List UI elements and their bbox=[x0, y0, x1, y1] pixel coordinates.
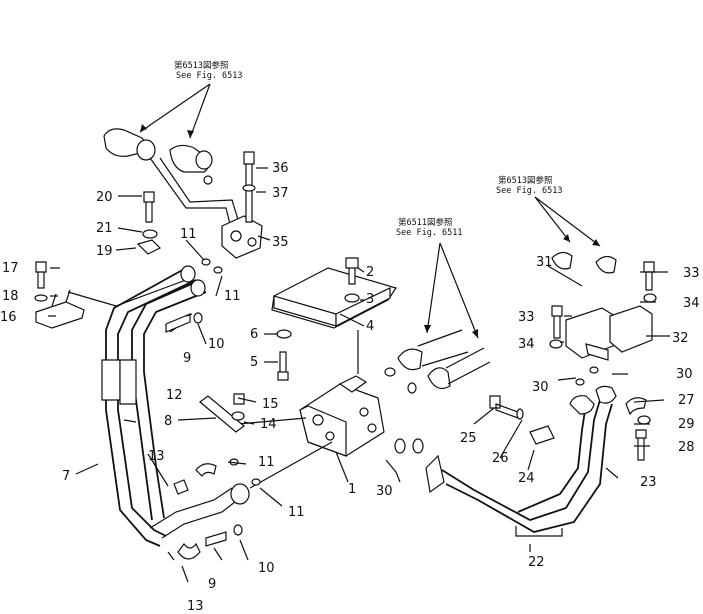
ref-mid-en: See Fig. 6511 bbox=[396, 228, 463, 238]
callout-33a: 33 bbox=[683, 266, 700, 281]
callout-11d: 11 bbox=[288, 505, 305, 520]
callout-30c: 30 bbox=[676, 367, 693, 382]
callout-37: 37 bbox=[272, 186, 289, 201]
callout-7: 7 bbox=[62, 469, 70, 484]
callout-13a: 13 bbox=[148, 449, 165, 464]
reference-note-mid: 第6511図参照 See Fig. 6511 bbox=[396, 217, 479, 339]
callout-16: 16 bbox=[0, 310, 17, 325]
callout-24: 24 bbox=[518, 471, 535, 486]
hose-7-8 bbox=[101, 265, 250, 547]
ref-left-jp: 第6513図参照 bbox=[174, 60, 229, 71]
upper-fittings bbox=[103, 128, 263, 259]
callout-9a: 9 bbox=[183, 351, 191, 366]
callout-36: 36 bbox=[272, 161, 289, 176]
callout-18: 18 bbox=[2, 289, 19, 304]
callout-28: 28 bbox=[678, 440, 695, 455]
callout-20: 20 bbox=[96, 190, 113, 205]
callout-33b: 33 bbox=[518, 310, 535, 325]
callout-13b: 13 bbox=[187, 599, 204, 614]
callout-10b: 10 bbox=[258, 561, 275, 576]
bracket-16-group bbox=[34, 261, 187, 329]
callout-27: 27 bbox=[678, 393, 695, 408]
callout-29: 29 bbox=[678, 417, 695, 432]
callout-17: 17 bbox=[2, 261, 19, 276]
callout-21: 21 bbox=[96, 221, 113, 236]
callout-10a: 10 bbox=[208, 337, 225, 352]
callout-2: 2 bbox=[366, 265, 374, 280]
callout-11c: 11 bbox=[258, 455, 275, 470]
callout-1: 1 bbox=[348, 482, 356, 497]
small-parts bbox=[165, 258, 261, 560]
callout-32: 32 bbox=[672, 331, 689, 346]
ref-right-en: See Fig. 6513 bbox=[496, 186, 563, 196]
callout-15: 15 bbox=[262, 397, 279, 412]
callout-30b: 30 bbox=[532, 380, 549, 395]
callout-26: 26 bbox=[492, 451, 509, 466]
callout-19: 19 bbox=[96, 244, 113, 259]
hose-22-23 bbox=[425, 385, 617, 537]
reference-note-right: 第6513図参照 See Fig. 6513 bbox=[496, 175, 601, 247]
callout-25: 25 bbox=[460, 431, 477, 446]
ref-left-en: See Fig. 6513 bbox=[176, 71, 243, 81]
callout-35: 35 bbox=[272, 235, 289, 250]
callout-9b: 9 bbox=[208, 577, 216, 592]
callout-31: 31 bbox=[536, 255, 553, 270]
callout-23: 23 bbox=[640, 475, 657, 490]
callout-12: 12 bbox=[166, 388, 183, 403]
callout-34b: 34 bbox=[518, 337, 535, 352]
callout-5: 5 bbox=[250, 355, 258, 370]
ref-mid-jp: 第6511図参照 bbox=[398, 217, 453, 228]
callout-11a: 11 bbox=[180, 227, 197, 242]
valve-block-31-32 bbox=[394, 251, 657, 461]
callout-numbers: 1 2 3 4 5 6 7 8 9 9 10 10 11 11 11 11 12… bbox=[0, 161, 700, 614]
clamp-19-group bbox=[136, 191, 162, 255]
reference-note-left: 第6513図参照 See Fig. 6513 bbox=[139, 60, 243, 139]
ref-right-jp: 第6513図参照 bbox=[498, 175, 553, 186]
callout-34a: 34 bbox=[683, 296, 700, 311]
callout-11b: 11 bbox=[224, 289, 241, 304]
callout-30a: 30 bbox=[376, 484, 393, 499]
valve-body-1 bbox=[237, 367, 417, 489]
bracket-4-group bbox=[271, 257, 397, 381]
callout-22: 22 bbox=[528, 555, 545, 570]
callout-8: 8 bbox=[164, 414, 172, 429]
callout-14: 14 bbox=[260, 417, 277, 432]
callout-3: 3 bbox=[366, 292, 374, 307]
leader-lines bbox=[48, 167, 670, 583]
callout-6: 6 bbox=[250, 327, 258, 342]
callout-4: 4 bbox=[366, 319, 374, 334]
